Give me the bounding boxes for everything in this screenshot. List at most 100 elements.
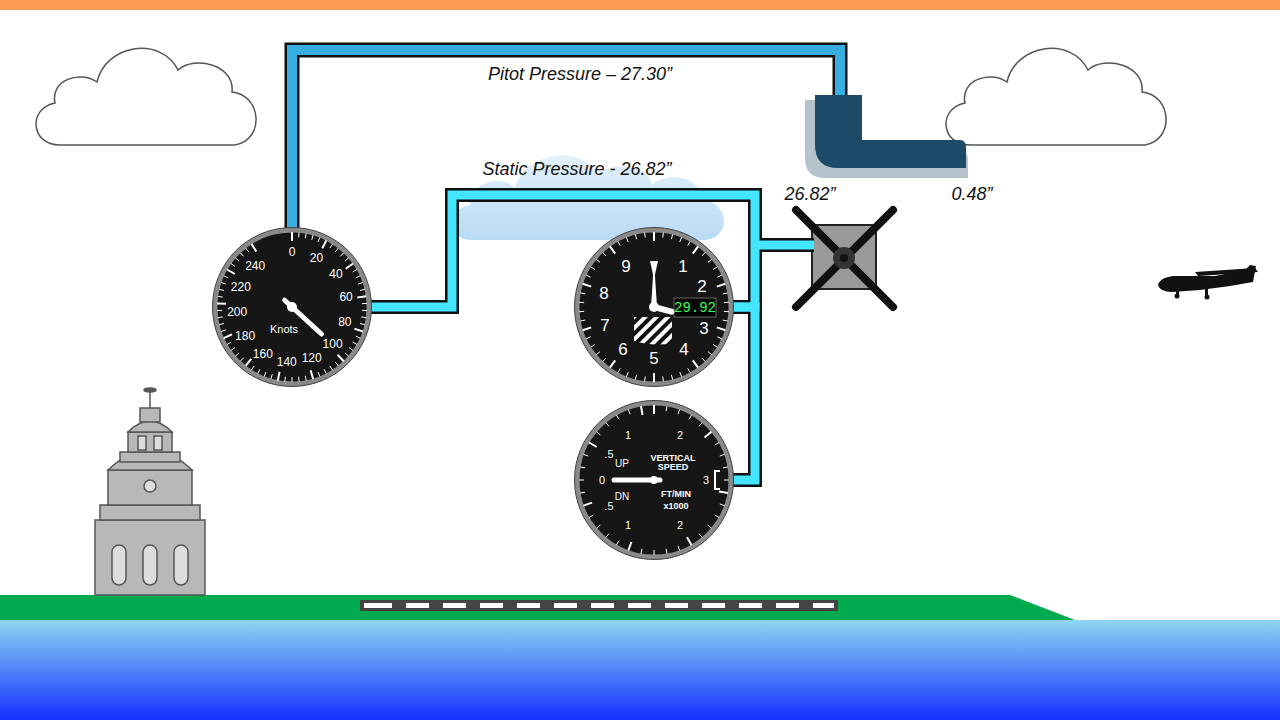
tick-mark <box>596 352 600 355</box>
tick-mark <box>724 311 729 312</box>
tick-mark <box>713 345 717 348</box>
tick-mark <box>603 252 606 256</box>
static-pipe <box>731 307 755 480</box>
tick-mark <box>583 327 592 330</box>
tick-mark <box>240 358 243 362</box>
tick-mark <box>584 454 589 456</box>
tick-mark <box>597 432 601 435</box>
tick-mark <box>618 241 620 245</box>
tick-mark <box>688 368 690 372</box>
tick-mark <box>713 267 717 270</box>
tick-mark <box>357 296 366 297</box>
runway-dash <box>725 603 739 608</box>
top-bar <box>0 0 1280 10</box>
tick-mark <box>264 372 266 377</box>
tick-mark <box>618 368 620 372</box>
cloud <box>946 48 1166 145</box>
tick-mark <box>292 377 293 382</box>
altimeter-long-hand <box>651 261 657 307</box>
tick-mark <box>662 376 664 381</box>
tick-mark <box>312 235 313 240</box>
tick-mark <box>610 246 615 253</box>
tick-mark <box>708 525 712 528</box>
dial-number: 2 <box>697 278 706 295</box>
tick-mark <box>702 252 705 256</box>
tick-mark <box>687 537 692 545</box>
tick-mark <box>291 232 293 241</box>
runway-dash <box>503 603 517 608</box>
tick-mark <box>653 373 655 382</box>
unit-label: FT/MIN <box>661 490 691 499</box>
tick-mark <box>240 253 243 257</box>
dial-number: 0 <box>289 246 296 258</box>
dial-number: 3 <box>699 320 708 337</box>
tick-mark <box>284 377 285 382</box>
tick-mark <box>671 375 672 380</box>
tick-mark <box>278 372 280 381</box>
dial-number: 1 <box>625 429 631 440</box>
dial-number: 1 <box>625 520 631 531</box>
tick-mark <box>584 503 592 506</box>
tick-mark <box>705 432 712 438</box>
dial-number: 240 <box>245 260 265 272</box>
tick-mark <box>227 342 231 345</box>
tick-mark <box>591 345 595 348</box>
tick-mark <box>258 369 260 373</box>
tick-mark <box>362 303 367 304</box>
tick-mark <box>717 284 726 287</box>
instrument-face <box>577 230 731 384</box>
tick-mark <box>724 480 729 481</box>
tick-mark <box>218 316 223 318</box>
tick-mark <box>580 292 585 294</box>
tick-mark <box>680 372 682 377</box>
unit-label: x1000 <box>663 502 688 511</box>
tick-mark <box>579 480 584 481</box>
tick-mark <box>235 258 239 261</box>
instrument-bezel <box>575 228 734 387</box>
tick-mark <box>271 374 272 379</box>
tick-mark <box>644 376 646 381</box>
tick-mark <box>353 270 357 273</box>
tick-mark <box>361 316 366 318</box>
dial-number: 140 <box>277 356 297 368</box>
dial-number: 20 <box>310 252 323 264</box>
tick-mark <box>626 237 628 242</box>
tick-mark <box>311 370 314 379</box>
static-pipe <box>755 241 814 250</box>
dial-number: .5 <box>604 449 613 460</box>
vertical-speed-indicator: .512UPVERTICAL SPEED0DNFT/MINx10003.512 <box>574 400 734 560</box>
instrument-bezel <box>575 401 734 560</box>
dial-number: 160 <box>253 348 273 360</box>
dial-number: 7 <box>600 317 609 334</box>
tick-mark <box>231 263 235 266</box>
pressure-value: 26.82” <box>784 185 835 205</box>
tick-mark <box>628 542 631 550</box>
tick-mark <box>221 330 226 332</box>
runway-dash <box>466 603 480 608</box>
needle-hub <box>287 302 297 312</box>
tick-mark <box>717 275 722 277</box>
runway-dash <box>688 603 702 608</box>
tick-mark <box>251 366 254 370</box>
tick-mark <box>580 492 585 494</box>
dial-number: 0 <box>599 475 605 486</box>
tick-mark <box>583 284 592 287</box>
tick-mark <box>335 248 338 252</box>
tick-mark <box>338 355 344 362</box>
tick-mark <box>606 423 609 427</box>
instrument-bezel <box>213 228 372 387</box>
dial-number: 9 <box>621 258 630 275</box>
airspeed-indicator: 020406080100120140160180200220240Knots <box>212 227 372 387</box>
dial-number: 1 <box>678 258 687 275</box>
runway-dash <box>577 603 591 608</box>
pitot-tube <box>805 95 968 178</box>
tick-mark <box>358 282 363 284</box>
dial-number: 2 <box>677 520 683 531</box>
tick-mark <box>693 246 698 253</box>
tick-mark <box>246 359 252 366</box>
needle-hub <box>649 302 659 312</box>
tick-mark <box>723 292 728 294</box>
tick-mark <box>298 377 299 382</box>
tick-mark <box>219 289 224 290</box>
tick-mark <box>603 358 606 362</box>
